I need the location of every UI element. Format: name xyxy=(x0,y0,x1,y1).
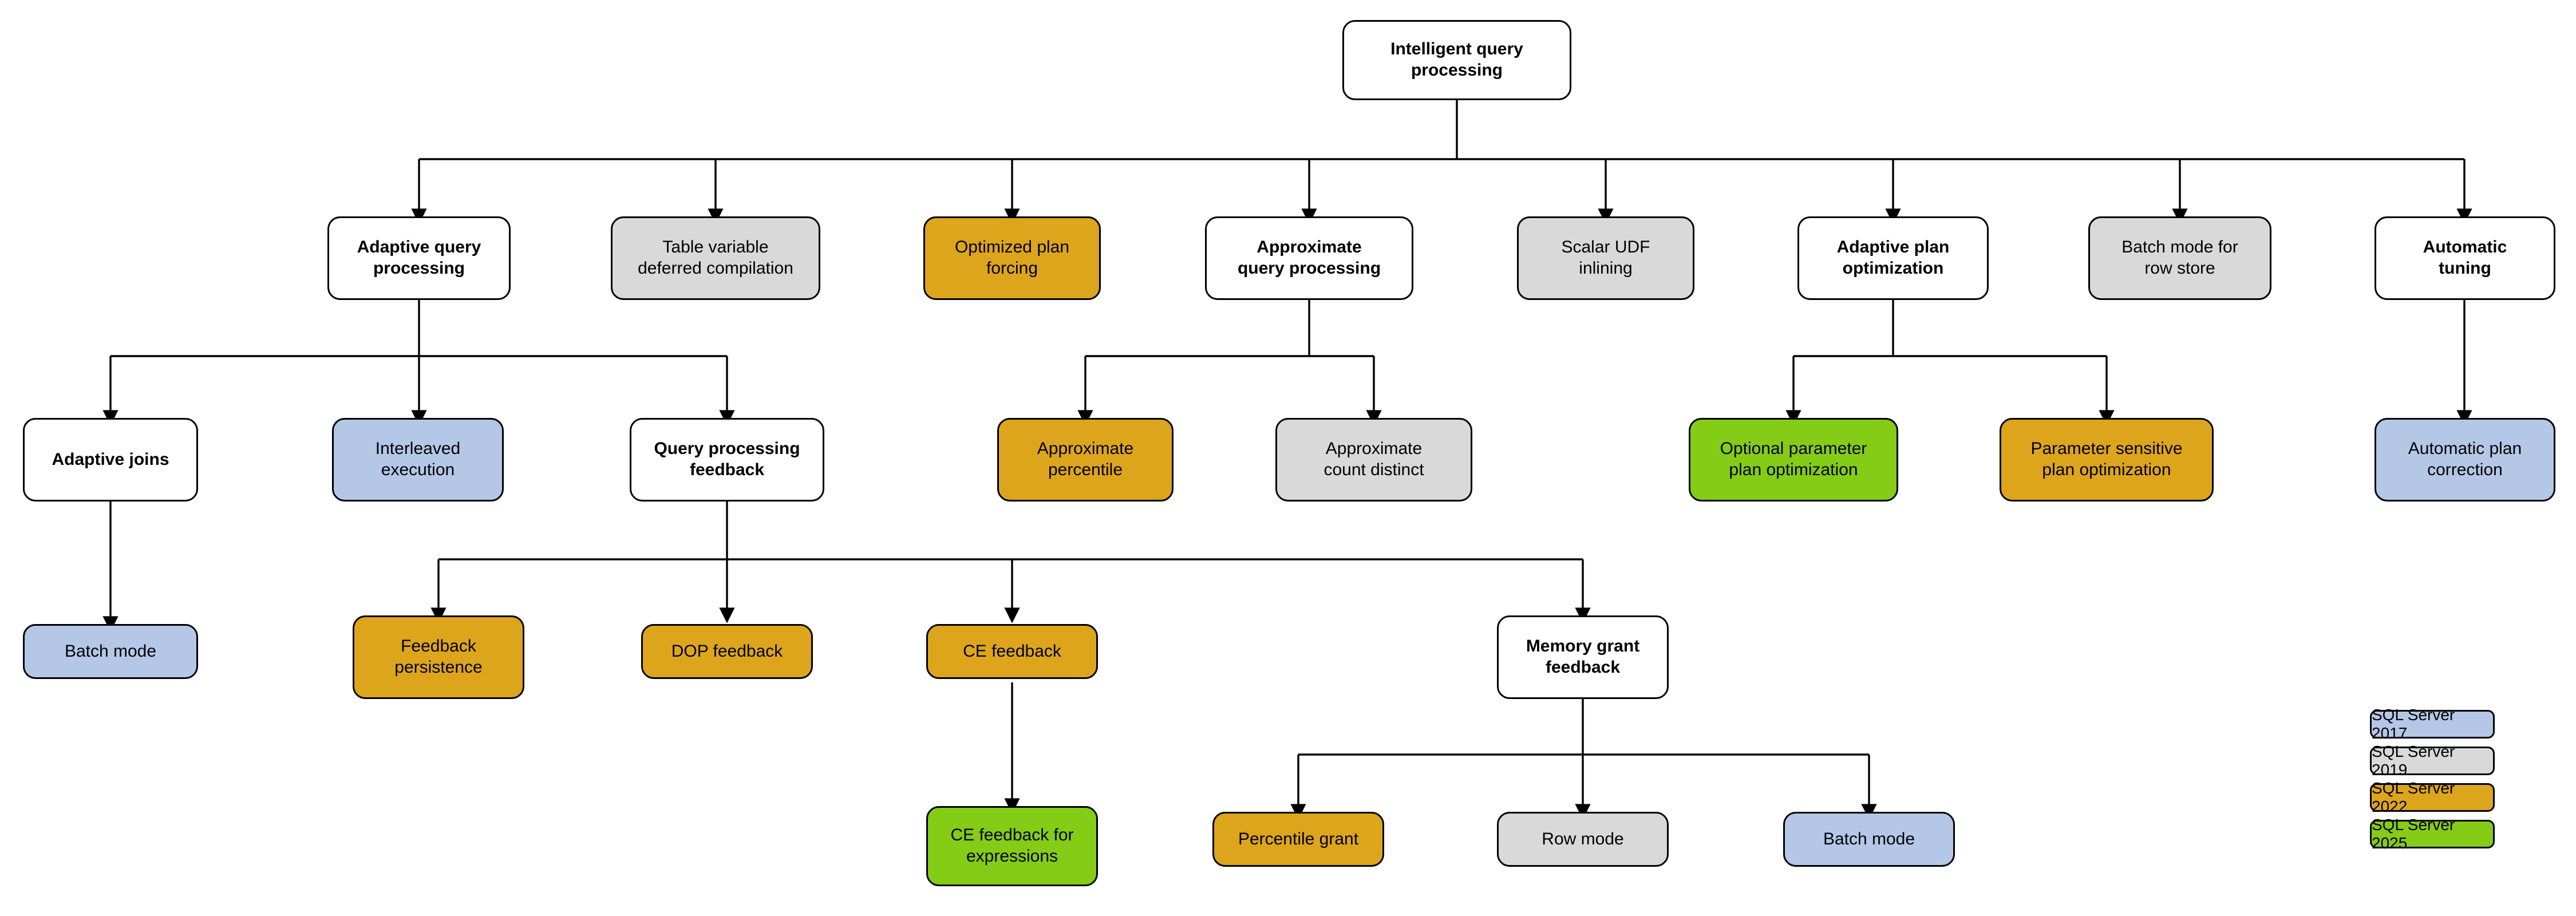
node-label: Approximate percentile xyxy=(1037,439,1134,479)
legend-item-sql-server-2017: SQL Server 2017 xyxy=(2370,706,2495,742)
legend-label: SQL Server 2017 xyxy=(2372,706,2455,742)
node-batch-mode-memory-grant[interactable]: Batch mode xyxy=(1783,812,1955,867)
node-optimized-plan-forcing[interactable]: Optimized plan forcing xyxy=(923,216,1101,300)
node-percentile-grant[interactable]: Percentile grant xyxy=(1212,812,1384,867)
node-label: Table variable deferred compilation xyxy=(638,238,793,278)
node-label: Query processing feedback xyxy=(654,439,800,479)
node-feedback-persistence[interactable]: Feedback persistence xyxy=(353,615,524,699)
node-label: Optimized plan forcing xyxy=(954,238,1070,278)
node-label: Automatic plan correction xyxy=(2408,439,2522,479)
legend-item-sql-server-2019: SQL Server 2019 xyxy=(2370,743,2495,779)
node-row-mode[interactable]: Row mode xyxy=(1497,812,1669,867)
node-ce-feedback-for-expressions[interactable]: CE feedback for expressions xyxy=(926,806,1098,886)
node-optional-parameter-plan-optimization[interactable]: Optional parameter plan optimization xyxy=(1689,418,1898,502)
node-adaptive-query-processing[interactable]: Adaptive query processing xyxy=(327,216,511,300)
node-query-processing-feedback[interactable]: Query processing feedback xyxy=(630,418,824,502)
node-label: DOP feedback xyxy=(671,641,783,661)
node-batch-mode-for-row-store[interactable]: Batch mode for row store xyxy=(2088,216,2271,300)
node-automatic-plan-correction[interactable]: Automatic plan correction xyxy=(2374,418,2555,502)
node-label: Batch mode for row store xyxy=(2121,238,2238,278)
node-label: Approximate count distinct xyxy=(1323,439,1424,479)
node-batch-mode-adaptive-joins[interactable]: Batch mode xyxy=(23,624,198,679)
node-label: Batch mode xyxy=(1823,829,1915,848)
node-interleaved-execution[interactable]: Interleaved execution xyxy=(332,418,504,502)
node-label: Feedback persistence xyxy=(394,637,483,677)
node-parameter-sensitive-plan-optimization[interactable]: Parameter sensitive plan optimization xyxy=(2000,418,2214,502)
node-label: Automatic tuning xyxy=(2423,238,2507,278)
legend-item-sql-server-2022: SQL Server 2022 xyxy=(2370,779,2495,815)
node-label: Scalar UDF inlining xyxy=(1561,238,1650,278)
node-adaptive-joins[interactable]: Adaptive joins xyxy=(23,418,198,502)
node-label: CE feedback for expressions xyxy=(950,826,1074,866)
node-memory-grant-feedback[interactable]: Memory grant feedback xyxy=(1497,615,1669,699)
node-automatic-tuning[interactable]: Automatic tuning xyxy=(2374,216,2555,300)
node-label: Row mode xyxy=(1542,829,1624,848)
legend-label: SQL Server 2019 xyxy=(2372,743,2455,779)
node-label: Percentile grant xyxy=(1238,829,1359,848)
node-label: Parameter sensitive plan optimization xyxy=(2030,439,2183,479)
node-label: Batch mode xyxy=(64,641,157,661)
legend-label: SQL Server 2022 xyxy=(2372,779,2455,815)
node-approximate-percentile[interactable]: Approximate percentile xyxy=(997,418,1174,502)
node-intelligent-query-processing[interactable]: Intelligent query processing xyxy=(1342,20,1571,100)
node-label: Intelligent query processing xyxy=(1390,40,1523,80)
node-label: Optional parameter plan optimization xyxy=(1720,439,1867,479)
node-label: CE feedback xyxy=(963,641,1061,661)
legend-label: SQL Server 2025 xyxy=(2372,816,2455,852)
node-approximate-query-processing[interactable]: Approximate query processing xyxy=(1205,216,1413,300)
node-label: Adaptive query processing xyxy=(357,238,481,278)
node-label: Interleaved execution xyxy=(375,439,461,479)
node-label: Approximate query processing xyxy=(1237,238,1381,278)
node-ce-feedback[interactable]: CE feedback xyxy=(926,624,1098,679)
node-table-variable-deferred-compilation[interactable]: Table variable deferred compilation xyxy=(611,216,820,300)
node-dop-feedback[interactable]: DOP feedback xyxy=(641,624,813,679)
node-label: Memory grant feedback xyxy=(1526,637,1640,677)
node-label: Adaptive joins xyxy=(52,449,169,469)
node-scalar-udf-inlining[interactable]: Scalar UDF inlining xyxy=(1517,216,1694,300)
legend-item-sql-server-2025: SQL Server 2025 xyxy=(2370,816,2495,852)
node-adaptive-plan-optimization[interactable]: Adaptive plan optimization xyxy=(1797,216,1989,300)
node-label: Adaptive plan optimization xyxy=(1836,238,1950,278)
node-approximate-count-distinct[interactable]: Approximate count distinct xyxy=(1275,418,1472,502)
